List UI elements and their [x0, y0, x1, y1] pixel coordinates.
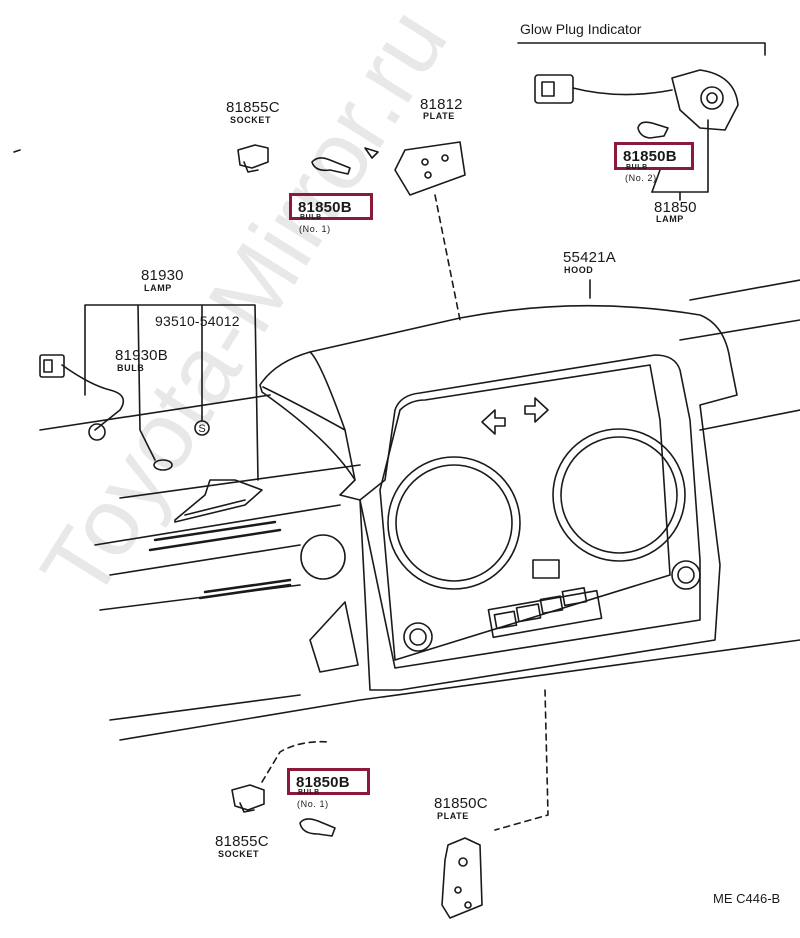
socket-top-name: SOCKET	[230, 115, 272, 125]
plate-bottom-name: PLATE	[437, 811, 469, 821]
bulb-no1-top-number: 81850B	[298, 199, 352, 216]
socket-top-number: 81855C	[226, 99, 280, 116]
lamp-left-number: 81930	[141, 267, 184, 284]
lamp-glow-name: LAMP	[656, 214, 684, 224]
lamp-left-name: LAMP	[144, 283, 172, 293]
screw-symbol-circle	[194, 420, 210, 436]
lamp-81930-wire	[61, 364, 125, 431]
bulb-no1-top	[311, 157, 351, 175]
bottom-leader	[494, 689, 549, 831]
bulb-no1-bottom	[299, 818, 336, 837]
dashboard-knob	[300, 534, 346, 580]
bulb-no1-bottom-note: (No. 1)	[297, 799, 329, 809]
bulb-no2	[637, 121, 669, 139]
socket-bottom-name: SOCKET	[218, 849, 260, 859]
bulb-no1-top-note: (No. 1)	[299, 224, 331, 234]
socket-bottom-number: 81855C	[215, 833, 269, 850]
diagram-code: ME C446-B	[713, 891, 781, 906]
bulb-no2-highlight: 81850B	[614, 142, 694, 170]
glow-plug-indicator-title: Glow Plug Indicator	[520, 21, 642, 37]
bulb-no1-top-highlight: 81850B	[289, 193, 373, 220]
bulb-left-name: BULB	[117, 363, 145, 373]
socket-81855c-bottom	[231, 784, 265, 811]
turn-arrow-right	[524, 397, 549, 423]
socket-81855c-top	[237, 144, 269, 169]
lamp-81930-leader	[84, 304, 259, 481]
glow-lamp-housing	[671, 69, 739, 131]
knob-left	[403, 622, 433, 652]
glow-lamp-leader	[651, 119, 709, 201]
hood-outline	[259, 304, 738, 691]
turn-arrow-left	[481, 409, 506, 435]
bulb-no2-note: (No. 2)	[625, 173, 657, 183]
bulb-left-number: 81930B	[115, 347, 168, 364]
gauge-right	[552, 428, 686, 562]
warning-lamp-strip	[487, 589, 603, 639]
bulb-no1-top-name: BULB	[300, 214, 322, 221]
screw-number: 93510-54012	[155, 313, 240, 329]
plate-81850c	[441, 837, 483, 919]
lamp-81930-connector	[39, 354, 65, 378]
screw-marker: S	[198, 423, 205, 435]
dash-slot	[148, 520, 282, 552]
glow-connector	[534, 74, 574, 104]
gauge-left	[387, 456, 521, 590]
lamp-glow-number: 81850	[654, 199, 697, 216]
bulb-no1-bottom-highlight: 81850B	[287, 768, 370, 795]
bulb-no1-bottom-name: BULB	[298, 789, 320, 796]
plate-81812-top	[394, 141, 466, 196]
bulb-no1-bottom-number: 81850B	[296, 774, 350, 791]
hood-inner-rim	[359, 354, 701, 669]
plate-top-number: 81812	[420, 96, 463, 113]
small-screw-top	[364, 147, 379, 159]
dashboard-pocket	[309, 601, 359, 673]
small-label-plate	[532, 559, 560, 579]
knob-right	[671, 560, 701, 590]
plate-top-name: PLATE	[423, 111, 455, 121]
lamp-81930-bracket	[174, 479, 263, 523]
plate-bottom-number: 81850C	[434, 795, 488, 812]
bulb-81930b	[153, 459, 173, 471]
hood-number: 55421A	[563, 249, 616, 266]
hood-front-face	[379, 364, 671, 661]
glow-wire	[572, 87, 673, 96]
hood-name: HOOD	[564, 265, 594, 275]
bulb-no2-name: BULB	[626, 164, 648, 171]
bulb-no2-number: 81850B	[623, 148, 677, 165]
lamp-81930-socket	[88, 423, 106, 441]
glow-bracket	[517, 42, 766, 56]
